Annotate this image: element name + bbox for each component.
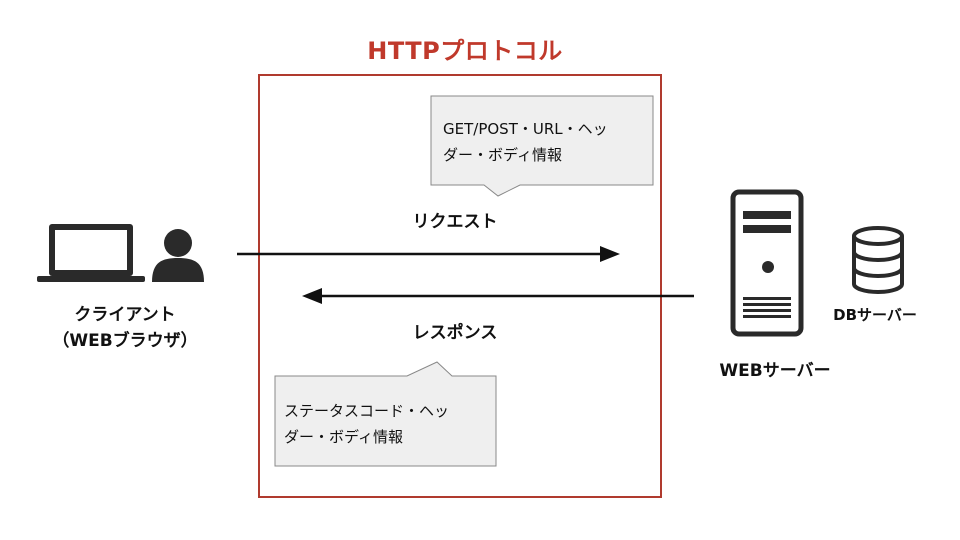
request-bubble-text: GET/POST・URL・ヘッ ダー・ボディ情報 <box>443 116 648 168</box>
user-icon <box>152 229 204 282</box>
server-label: WEBサーバー <box>719 361 831 381</box>
client-label-line2: （WEBブラウザ） <box>52 331 198 351</box>
request-bubble-line2: ダー・ボディ情報 <box>443 146 562 164</box>
protocol-frame <box>258 74 662 498</box>
request-bubble <box>430 95 654 197</box>
protocol-title: HTTPプロトコル <box>367 37 563 65</box>
response-bubble-line2: ダー・ボディ情報 <box>284 428 403 446</box>
client-label-line1: クライアント <box>74 305 176 325</box>
response-bubble-line1: ステータスコード・ヘッ <box>284 402 450 420</box>
response-bubble-text: ステータスコード・ヘッ ダー・ボディ情報 <box>284 398 494 450</box>
response-bubble <box>274 361 497 467</box>
request-label: リクエスト <box>412 212 498 232</box>
request-bubble-line1: GET/POST・URL・ヘッ <box>443 120 608 138</box>
request-arrow <box>237 246 620 262</box>
client-label: クライアント （WEBブラウザ） <box>30 302 220 354</box>
server-tower-icon <box>730 189 804 337</box>
laptop-icon <box>37 224 145 282</box>
response-label: レスポンス <box>412 323 498 343</box>
db-server-label: DBサーバー <box>833 306 917 324</box>
database-icon <box>852 226 904 294</box>
response-arrow <box>302 288 694 304</box>
